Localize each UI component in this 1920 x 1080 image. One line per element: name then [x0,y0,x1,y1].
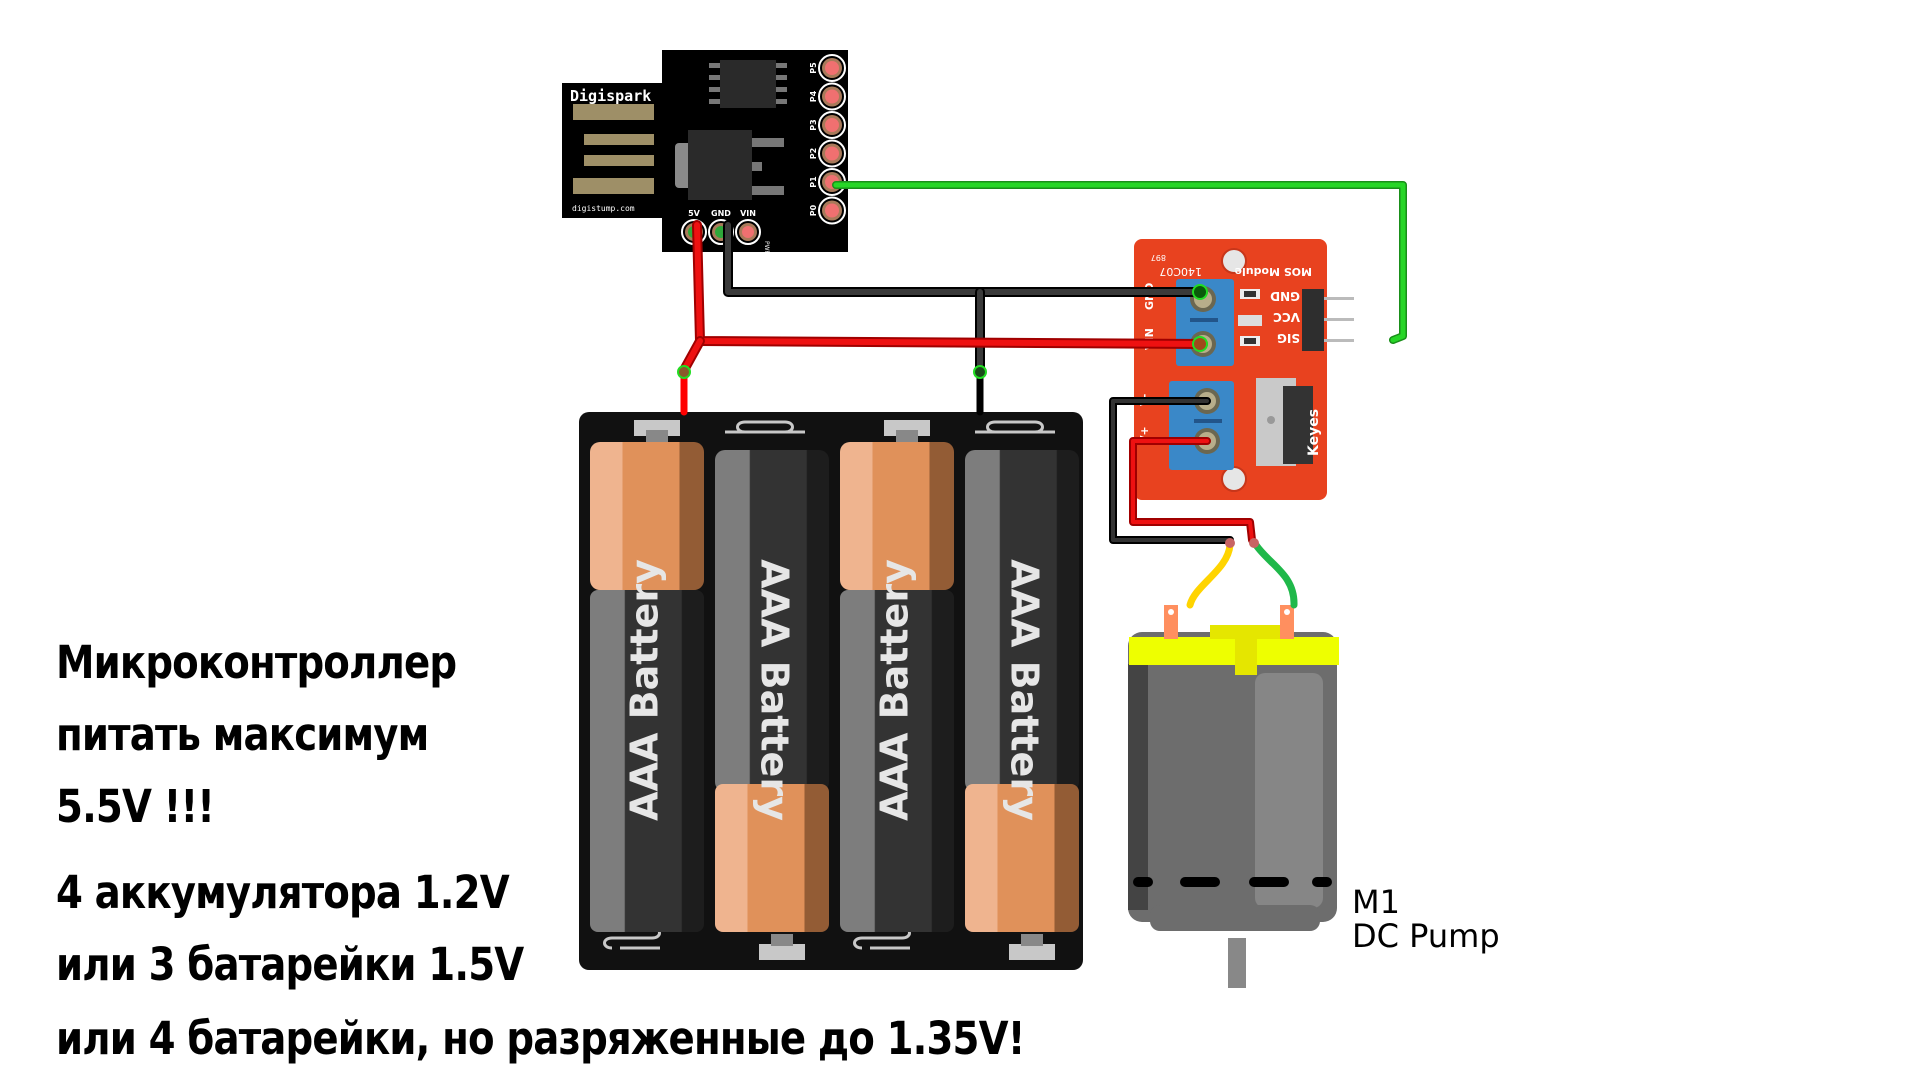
battery-cell-label: AAA Battery [873,559,917,821]
battery-pack: AAA Battery AAA Battery AAA Battery AAA Bat… [579,412,1083,970]
power-pin-label: 5V [688,209,701,218]
power-pin-label: VIN [740,209,756,218]
battery-cell: AAA Battery [590,420,704,950]
motor-endcap [1129,637,1339,665]
battery-note-line: или 4 батарейки, но разряженные до 1.35V… [56,1012,1025,1065]
pwr-marker: PWR [763,241,770,255]
motor-name-label: DC Pump [1352,917,1500,955]
mos-pin-vcc-label: VCC [1273,310,1300,324]
wire-gnd-bus [725,222,1206,295]
power-pin-vin: VIN [735,209,761,245]
io-pin-label: P1 [809,176,818,188]
io-pin-p5: P5 [809,54,846,82]
battery-holder [579,412,1083,970]
voltage-regulator [675,130,784,200]
battery-cell-label: AAA Battery [623,559,667,821]
battery-cell: AAA Battery [965,420,1079,960]
mount-hole [1221,466,1247,492]
io-pin-label: P4 [809,90,818,102]
io-pin-p0: P0 [809,196,846,225]
io-pin-label: P3 [809,119,818,130]
motor-terminal [1164,605,1178,639]
usb-contacts [573,104,654,194]
wire-motor-lead-yellow [1186,541,1234,609]
warning-note-line: Микроконтроллер [56,636,457,689]
io-pin-p2: P2 [809,139,846,168]
warning-note-line: питать максимум [56,708,429,761]
wire-signal [833,182,1406,343]
mos-brand: Keyes [1306,409,1322,456]
io-pin-label: P0 [809,204,818,216]
power-pin-label: GND [711,209,731,218]
battery-cell-label: AAA Battery [1003,559,1047,821]
output-terminal-block [1169,381,1234,470]
power-pin-header: 5V GND VIN [681,209,761,245]
mos-module: MOS Module 140C07 897 SIG VCC GND GND VI… [1134,239,1354,500]
battery-cells: AAA Battery AAA Battery AAA Battery AAA Bat… [590,420,1079,960]
motor-ref-label: M1 [1352,883,1400,921]
battery-cell-label: AAA Battery [753,559,797,821]
io-pin-p3: P3 [809,111,846,139]
io-pin-label: P2 [809,148,818,159]
battery-note-line: 4 аккумулятора 1.2V [56,866,510,919]
motor-terminal [1280,605,1294,639]
mos-serial: 897 [1151,253,1166,262]
warning-note-line: 5.5V !!! [56,780,215,833]
io-pin-label: P5 [809,62,818,74]
signal-header [1302,289,1324,351]
attiny-chip [709,60,787,108]
motor-shaft [1228,938,1246,988]
dc-pump-motor [1128,605,1339,988]
mos-part-code: 140C07 [1159,265,1202,278]
wires [677,181,1407,609]
battery-note-line: или 3 батарейки 1.5V [56,938,524,991]
digispark-footer-label: digistump.com [572,204,635,213]
battery-cell: AAA Battery [840,420,954,950]
battery-cell: AAA Battery [715,420,829,960]
mount-hole [1221,248,1247,274]
mos-title: MOS Module [1235,265,1313,278]
digispark-brand-label: Digispark [570,87,651,105]
mosfet [1256,378,1313,466]
wire-motor-lead-green [1252,541,1298,609]
io-pin-p4: P4 [809,82,846,111]
mos-pin-gnd-label: GND [1270,289,1300,303]
mos-pin-sig-label: SIG [1277,331,1300,345]
